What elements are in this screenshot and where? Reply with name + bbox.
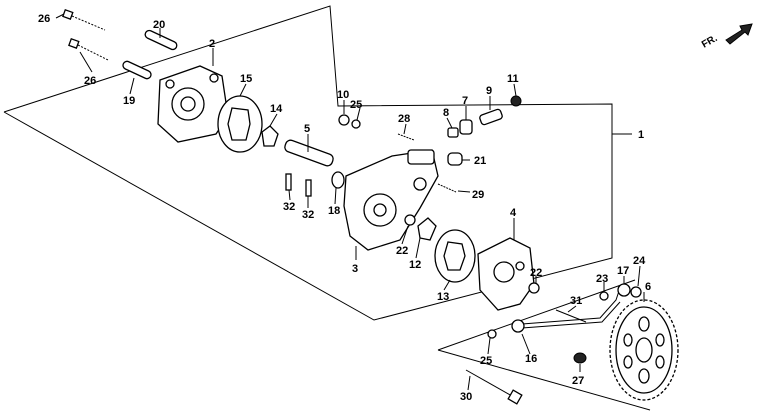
dowel-pin-20	[144, 29, 178, 51]
washer-24	[630, 286, 642, 298]
assembly-outline	[3, 5, 613, 321]
o-ring-25-upper	[351, 119, 361, 129]
callout-23: 23	[596, 273, 608, 285]
callout-7: 7	[462, 95, 468, 107]
drive-sprocket-6	[609, 299, 679, 401]
pump-shaft-5	[284, 139, 334, 167]
outer-rotor-15	[217, 95, 263, 153]
callout-30: 30	[460, 391, 472, 403]
outer-rotor-13	[434, 229, 476, 283]
dowel-pin-19	[122, 60, 152, 80]
cap-11	[510, 95, 522, 107]
callout-6: 6	[645, 281, 651, 293]
spring-9	[479, 108, 503, 126]
washer-10	[338, 114, 350, 126]
inner-rotor-14	[261, 125, 279, 147]
callout-25-lower: 25	[480, 355, 492, 367]
callout-31: 31	[570, 295, 582, 307]
callout-19: 19	[123, 95, 135, 107]
callout-28: 28	[398, 113, 410, 125]
o-ring-18	[331, 171, 345, 189]
pump-cover-2	[157, 65, 229, 143]
callout-3: 3	[352, 263, 358, 275]
pin-32-left	[285, 173, 292, 191]
part-21	[447, 152, 463, 166]
bolt-26-lower	[68, 37, 109, 61]
callout-5: 5	[304, 123, 310, 135]
callout-18: 18	[328, 205, 340, 217]
part-7	[459, 119, 473, 135]
callout-1: 1	[638, 129, 644, 141]
pin-32-right	[305, 179, 312, 197]
callout-29: 29	[472, 189, 484, 201]
callout-12: 12	[409, 259, 421, 271]
seal-22-left	[404, 214, 416, 226]
callout-14: 14	[270, 103, 283, 115]
part-23	[599, 291, 609, 301]
callout-8: 8	[443, 107, 449, 119]
inner-rotor-12	[417, 217, 437, 241]
callout-9: 9	[486, 85, 492, 97]
callout-24: 24	[633, 255, 646, 267]
callout-32-left: 32	[283, 201, 295, 213]
callout-15: 15	[240, 73, 252, 85]
callout-20: 20	[153, 19, 165, 31]
bolt-30	[465, 369, 523, 405]
callout-13: 13	[437, 291, 449, 303]
callout-17: 17	[617, 265, 629, 277]
callout-27: 27	[572, 375, 584, 387]
callout-22-left: 22	[396, 245, 408, 257]
part-8	[447, 127, 459, 138]
callout-26-lower: 26	[84, 75, 96, 87]
seal-22-right	[528, 282, 540, 294]
screw-29	[437, 183, 457, 193]
washer-27	[573, 352, 587, 364]
front-direction-indicator: FR.	[700, 23, 753, 51]
callout-10: 10	[337, 89, 349, 101]
screw-28	[397, 133, 415, 141]
assembly-outline-lower	[437, 279, 636, 351]
callout-25-upper: 25	[350, 99, 362, 111]
bolt-31	[555, 309, 587, 323]
pump-body-3	[343, 149, 439, 251]
callout-22-right: 22	[530, 267, 542, 279]
front-label: FR.	[700, 33, 720, 51]
leader-lines	[55, 13, 645, 391]
front-arrow-icon	[725, 23, 753, 45]
callout-21: 21	[474, 155, 486, 167]
assembly-outline-lower-2	[437, 349, 651, 411]
pump-cover-4	[477, 237, 535, 311]
callout-32-right: 32	[302, 209, 314, 221]
callout-2: 2	[209, 38, 215, 50]
callout-labels: 1 2 3 4 5 6 7 8 9 10 11 12 13 14 15 16 1…	[38, 13, 651, 403]
oil-pipe-16	[511, 287, 621, 333]
callout-26-upper: 26	[38, 13, 50, 25]
bolt-26-upper	[62, 8, 106, 31]
callout-16: 16	[525, 353, 537, 365]
callout-4: 4	[510, 207, 517, 219]
collar-17	[617, 283, 631, 297]
callout-11: 11	[507, 73, 519, 85]
o-ring-25-lower	[487, 329, 497, 339]
